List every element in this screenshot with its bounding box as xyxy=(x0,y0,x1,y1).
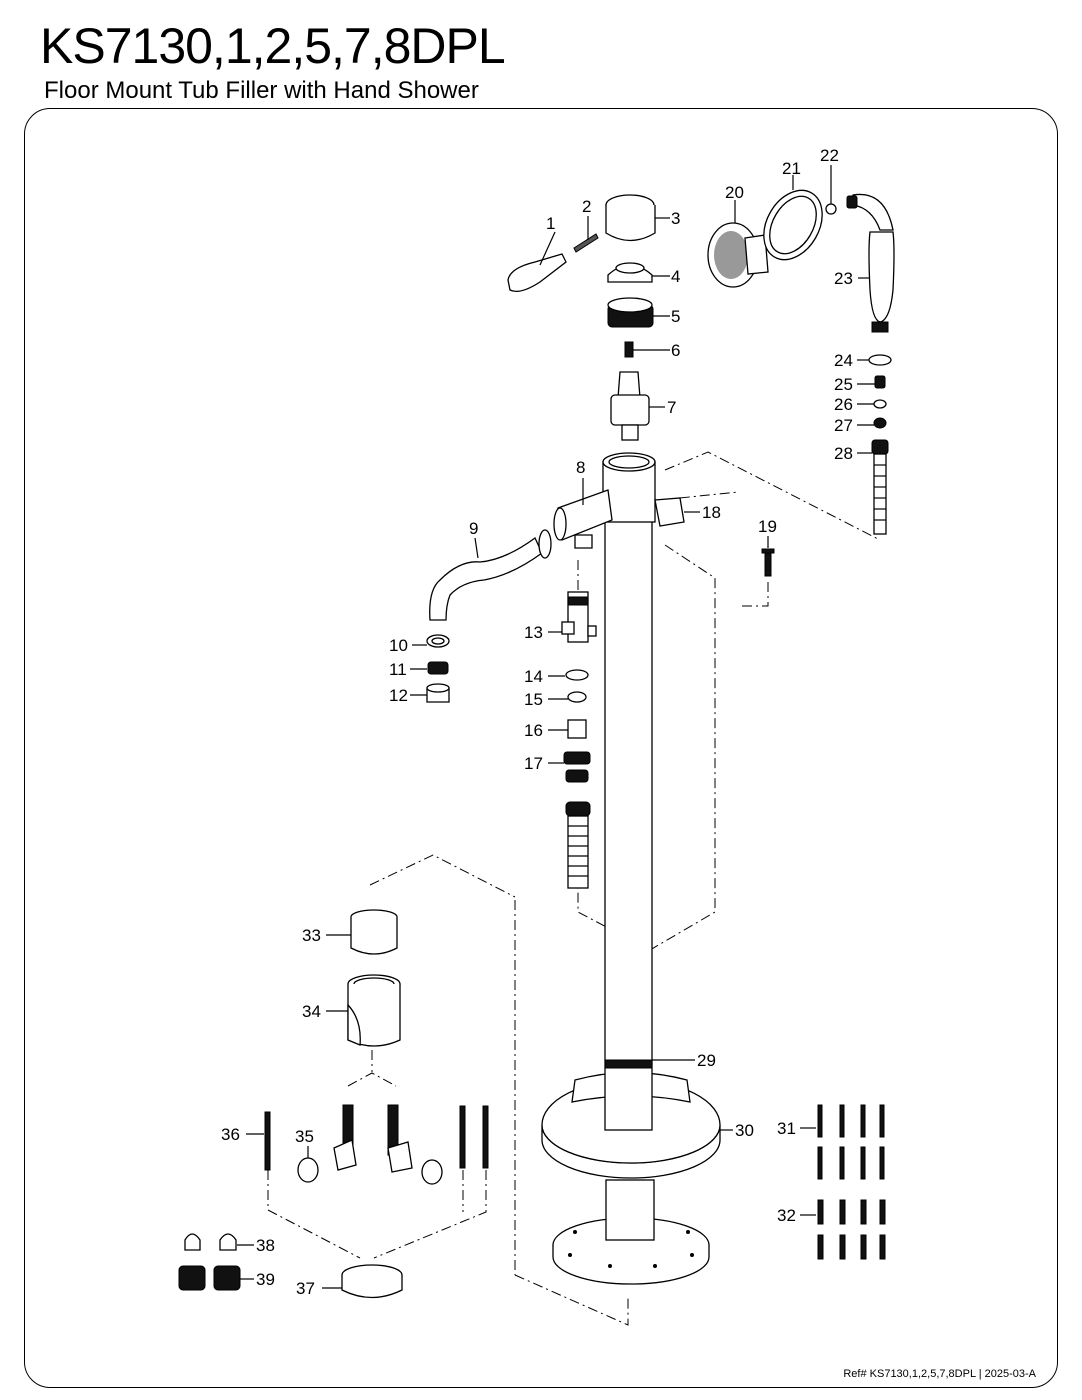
spout-assembly xyxy=(426,529,552,703)
callout-15: 15 xyxy=(524,690,543,709)
callout-10: 10 xyxy=(389,636,408,655)
screw-19 xyxy=(764,551,772,577)
callout-27: 27 xyxy=(834,416,853,435)
callout-32: 32 xyxy=(777,1206,796,1225)
callout-3: 3 xyxy=(671,209,680,228)
callout-24: 24 xyxy=(834,351,853,370)
callout-23: 23 xyxy=(834,269,853,288)
handle-assembly xyxy=(507,194,656,441)
callout-12: 12 xyxy=(389,686,408,705)
callout-38: 38 xyxy=(256,1236,275,1255)
callout-7: 7 xyxy=(667,398,676,417)
callout-14: 14 xyxy=(524,667,543,686)
callout-2: 2 xyxy=(582,197,591,216)
callout-28: 28 xyxy=(834,444,853,463)
screw-sets xyxy=(817,1104,886,1260)
callout-35: 35 xyxy=(295,1127,314,1146)
callout-4: 4 xyxy=(671,267,680,286)
callout-1: 1 xyxy=(546,214,555,233)
callout-39: 39 xyxy=(256,1270,275,1289)
diverter-assembly xyxy=(561,591,597,889)
assembly-guide-lines xyxy=(267,451,881,1326)
callout-16: 16 xyxy=(524,721,543,740)
supply-assembly xyxy=(178,909,489,1299)
column-and-base xyxy=(541,452,721,1285)
leader-lines xyxy=(237,165,875,1289)
screw-19-head xyxy=(761,548,775,554)
product-description: Floor Mount Tub Filler with Hand Shower xyxy=(44,77,479,104)
callout-11: 11 xyxy=(389,660,407,679)
callout-33: 33 xyxy=(302,926,321,945)
callout-37: 37 xyxy=(296,1279,315,1298)
callout-25: 25 xyxy=(834,375,853,394)
callout-5: 5 xyxy=(671,307,680,326)
callout-6: 6 xyxy=(671,341,680,360)
callout-21: 21 xyxy=(782,159,801,178)
callout-17: 17 xyxy=(524,754,543,773)
callout-36: 36 xyxy=(221,1125,240,1144)
callout-18: 18 xyxy=(702,503,721,522)
callout-19: 19 xyxy=(758,517,777,536)
callout-8: 8 xyxy=(576,458,585,477)
callout-20: 20 xyxy=(725,183,744,202)
callout-30: 30 xyxy=(735,1121,754,1140)
model-number: KS7130,1,2,5,7,8DPL xyxy=(40,18,506,74)
callout-29: 29 xyxy=(697,1051,716,1070)
diagram-frame xyxy=(24,108,1058,1388)
callout-26: 26 xyxy=(834,395,853,414)
callout-31: 31 xyxy=(777,1119,796,1138)
callout-labels: 1 2 3 4 5 6 7 8 9 10 11 12 13 14 15 16 1… xyxy=(221,146,853,1298)
reference-number: Ref# KS7130,1,2,5,7,8DPL | 2025-03-A xyxy=(843,1368,1036,1380)
callout-34: 34 xyxy=(302,1002,321,1021)
callout-9: 9 xyxy=(469,519,478,538)
hand-shower-assembly xyxy=(707,189,895,535)
callout-13: 13 xyxy=(524,623,543,642)
callout-22: 22 xyxy=(820,146,839,165)
